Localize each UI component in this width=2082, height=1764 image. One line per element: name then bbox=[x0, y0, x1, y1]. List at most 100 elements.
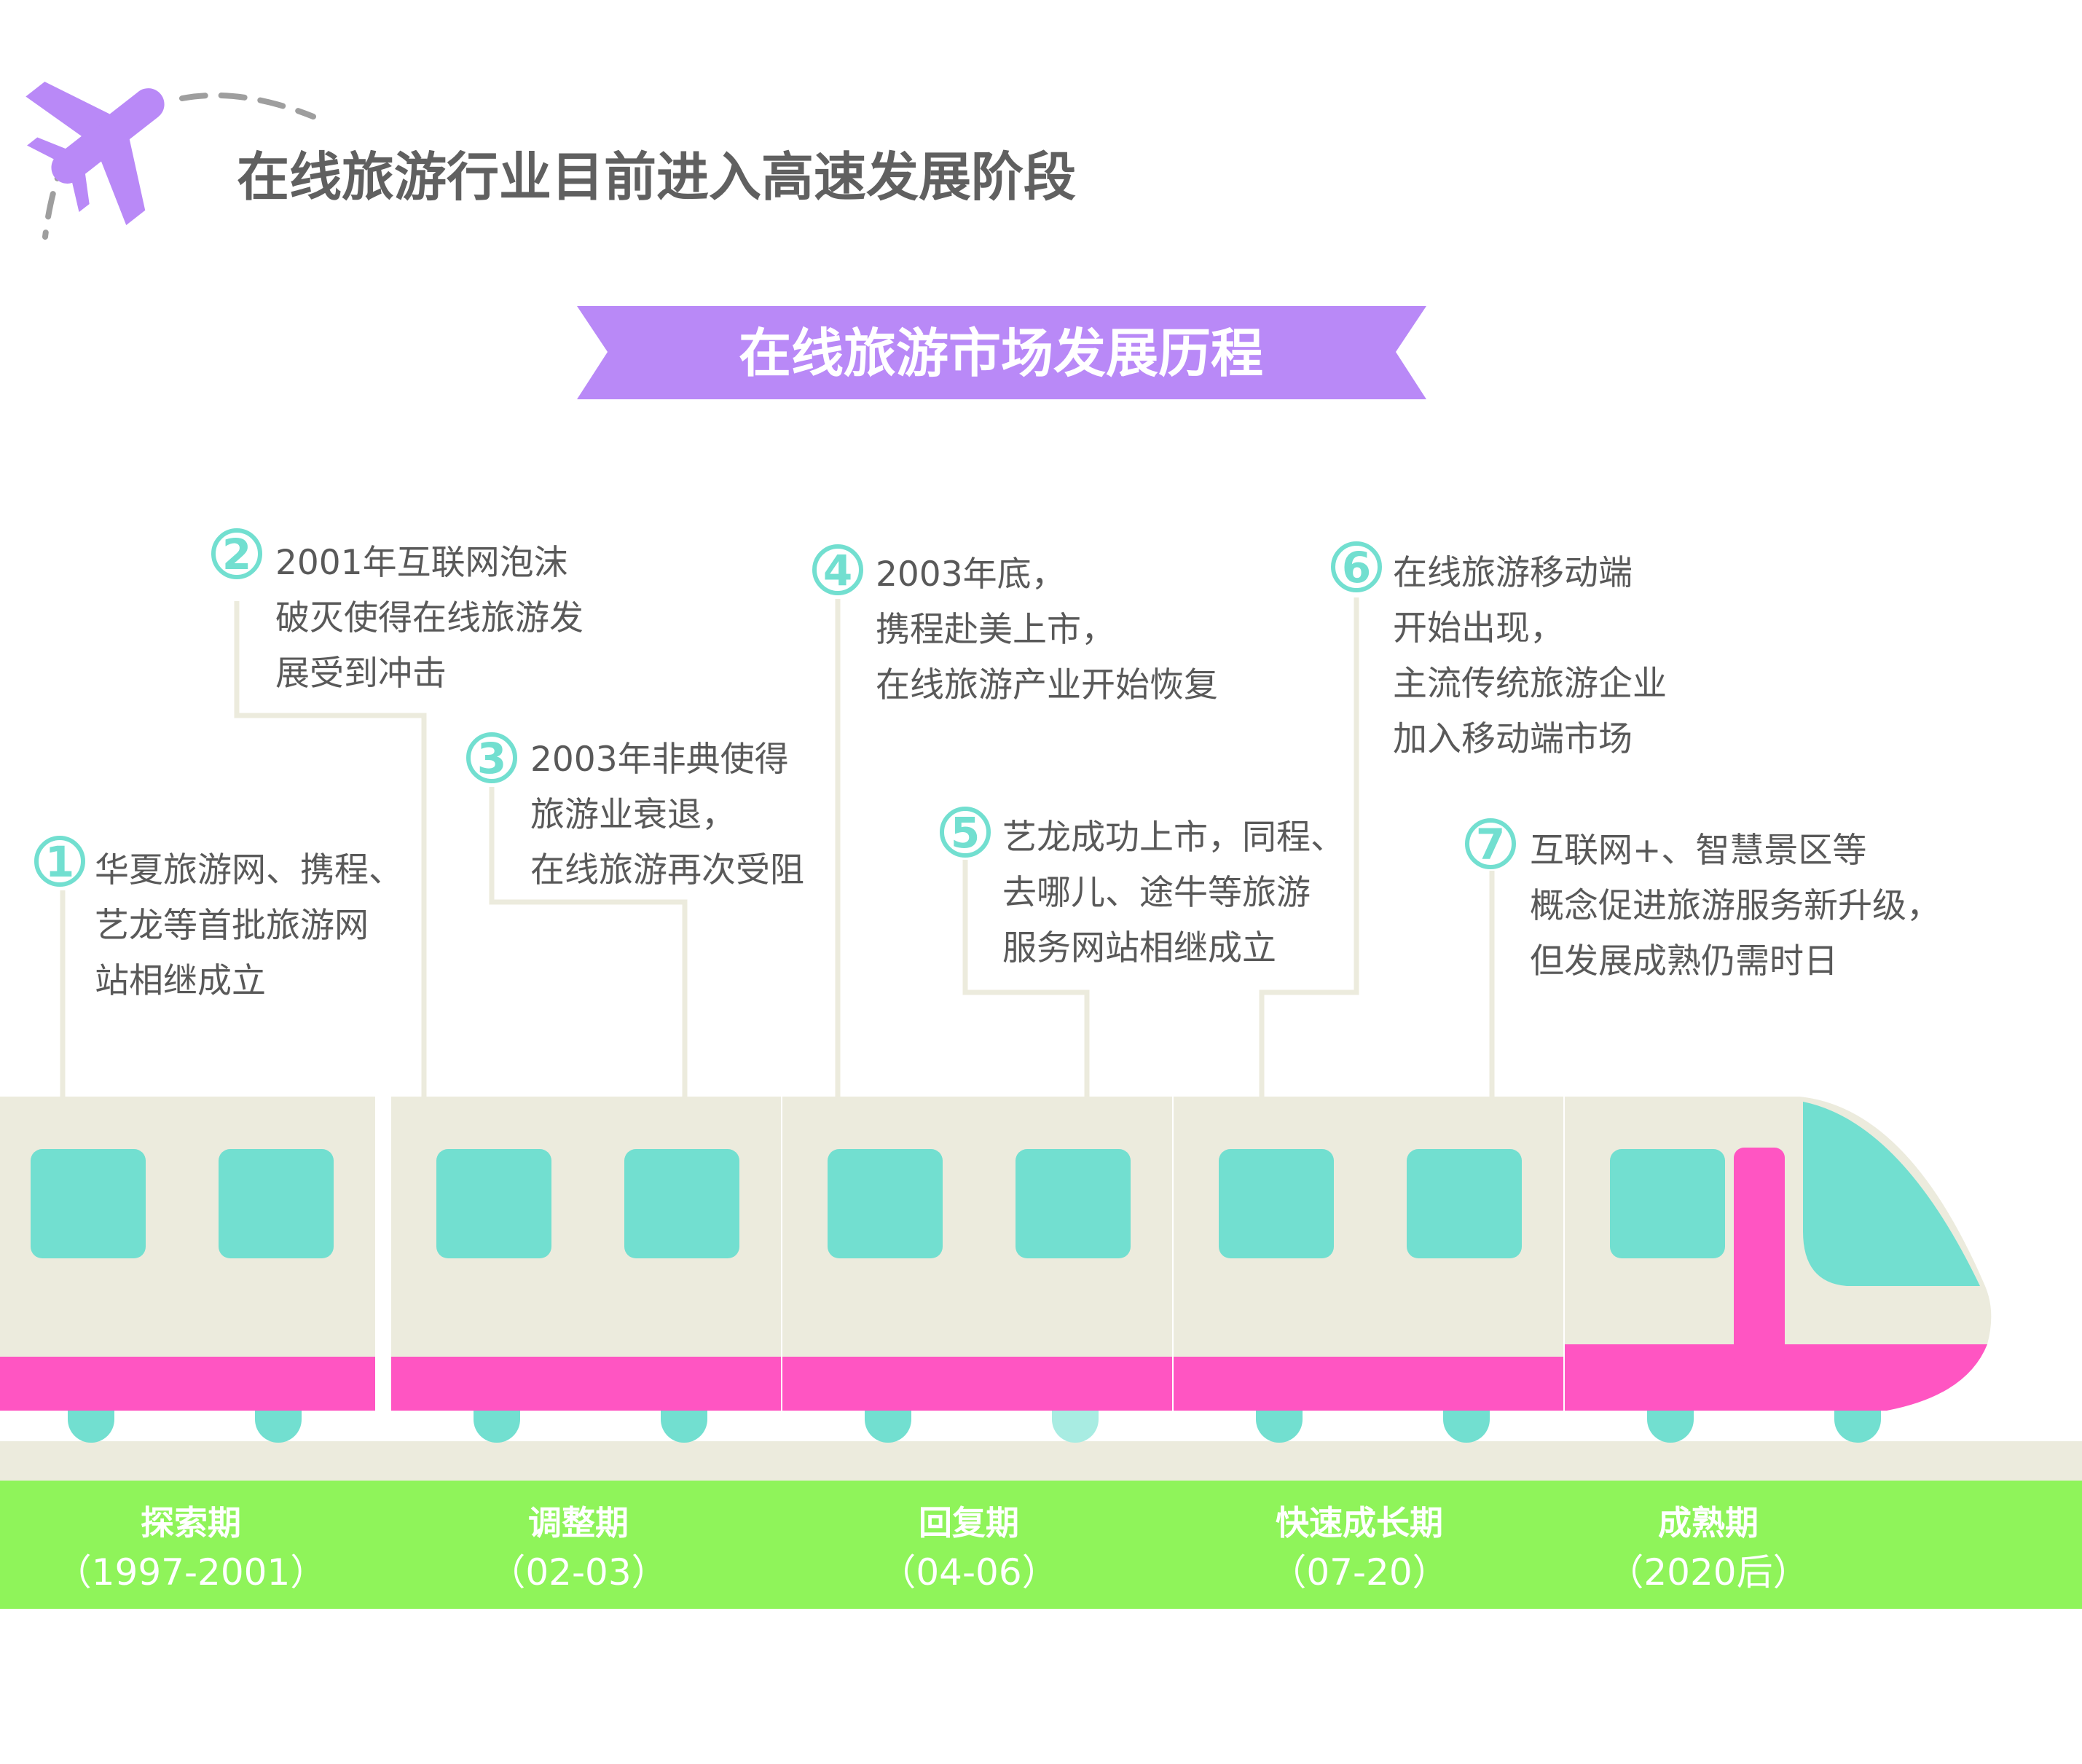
phase-name: 快速成长期 bbox=[1276, 1503, 1443, 1542]
train-wheel bbox=[1443, 1411, 1490, 1443]
phase-period: （1997-2001） bbox=[55, 1551, 327, 1594]
milestone-number-badge bbox=[1331, 541, 1382, 592]
milestone-number: 3 bbox=[477, 734, 506, 783]
milestone-text-line: 概念促进旅游服务新升级， bbox=[1530, 886, 1941, 926]
train-window bbox=[1610, 1149, 1725, 1258]
windshield bbox=[1803, 1102, 1980, 1286]
train-wheel bbox=[1052, 1411, 1099, 1443]
phase-period: （2020后） bbox=[1607, 1551, 1809, 1594]
milestone-text-line: 2003年非典使得 bbox=[530, 740, 789, 780]
milestone-connectors bbox=[60, 597, 1495, 1097]
train-wheel bbox=[1256, 1411, 1303, 1443]
phase-period: （04-06） bbox=[879, 1551, 1058, 1594]
milestone-text-line: 主流传统旅游企业 bbox=[1393, 664, 1667, 704]
milestone-number-badge bbox=[1465, 818, 1516, 869]
train-wheel bbox=[661, 1411, 707, 1443]
page-title: 在线旅游行业目前进入高速发展阶段 bbox=[237, 146, 1076, 208]
train-car bbox=[0, 1097, 375, 1443]
milestone-number: 7 bbox=[1476, 820, 1505, 869]
milestone-text-line: 展受到冲击 bbox=[275, 654, 447, 694]
milestone-text-line: 在线旅游移动端 bbox=[1393, 553, 1633, 593]
train-wheel bbox=[255, 1411, 302, 1443]
train-car bbox=[391, 1097, 781, 1443]
milestone-number-badge bbox=[211, 528, 262, 579]
milestone-text-line: 去哪儿、途牛等旅游 bbox=[1002, 873, 1311, 913]
phase-period: （02-03） bbox=[489, 1551, 667, 1594]
train-wheel bbox=[474, 1411, 520, 1443]
car-stripe bbox=[1174, 1357, 1563, 1411]
milestone-number-badge bbox=[466, 732, 517, 783]
train-wheel bbox=[1834, 1411, 1881, 1443]
connector-line bbox=[489, 787, 688, 1097]
milestone-text-line: 旅游业衰退， bbox=[530, 795, 736, 835]
phase-band bbox=[0, 1481, 2082, 1609]
train-window bbox=[1016, 1149, 1131, 1258]
banner: 在线旅游市场发展历程 bbox=[577, 306, 1426, 399]
milestone-number: 6 bbox=[1342, 543, 1371, 592]
train-window bbox=[1407, 1149, 1522, 1258]
milestone-text-line: 加入移动端市场 bbox=[1393, 719, 1633, 759]
connector-line bbox=[234, 601, 427, 1097]
phase-4: 快速成长期 （07-20） bbox=[1270, 1503, 1448, 1594]
phase-name: 调整期 bbox=[528, 1503, 629, 1542]
locomotive-stripe bbox=[1565, 1344, 1987, 1411]
train-wheel bbox=[1647, 1411, 1694, 1443]
milestone-number: 1 bbox=[45, 837, 74, 887]
milestone-text-line: 站相继成立 bbox=[95, 961, 266, 1001]
milestone-text-line: 2001年互联网泡沫 bbox=[275, 543, 568, 583]
connector-line bbox=[962, 860, 1090, 1097]
train-car bbox=[1174, 1097, 1563, 1443]
car-stripe bbox=[0, 1357, 375, 1411]
phase-name: 成熟期 bbox=[1658, 1503, 1759, 1542]
airplane-icon bbox=[25, 82, 316, 240]
milestone-number-badge bbox=[812, 544, 863, 595]
car-stripe bbox=[391, 1357, 781, 1411]
phases: 探索期 （1997-2001） 调整期 （02-03） 回复期 （04-06） 快速成长期 （… bbox=[55, 1503, 1810, 1594]
train-window bbox=[219, 1149, 334, 1258]
train-window bbox=[828, 1149, 943, 1258]
train-window bbox=[1219, 1149, 1334, 1258]
milestone-number: 4 bbox=[823, 546, 852, 595]
banner-title: 在线旅游市场发展历程 bbox=[739, 323, 1263, 384]
milestone-text-line: 2003年底， bbox=[876, 554, 1066, 595]
milestone-text-line: 在线旅游产业开始恢复 bbox=[876, 665, 1218, 705]
train-car bbox=[1565, 1097, 1992, 1443]
milestone-number: 5 bbox=[951, 808, 980, 858]
milestone-text-line: 服务网站相继成立 bbox=[1002, 928, 1276, 968]
train-wheel bbox=[68, 1411, 114, 1443]
locomotive-door bbox=[1734, 1148, 1785, 1366]
train-window bbox=[624, 1149, 739, 1258]
car-stripe bbox=[782, 1357, 1172, 1411]
milestone-text-line: 破灭使得在线旅游发 bbox=[275, 598, 584, 638]
milestone-text-line: 互联网+、智慧景区等 bbox=[1530, 831, 1866, 871]
train-window bbox=[436, 1149, 551, 1258]
connector-line bbox=[1259, 597, 1359, 1097]
phase-name: 回复期 bbox=[919, 1503, 1019, 1542]
phase-period: （07-20） bbox=[1270, 1551, 1448, 1594]
phase-3: 回复期 （04-06） bbox=[879, 1503, 1058, 1594]
train-car bbox=[782, 1097, 1172, 1443]
milestone-text-line: 艺龙等首批旅游网 bbox=[95, 906, 369, 946]
phase-name: 探索期 bbox=[141, 1503, 241, 1542]
phase-2: 调整期 （02-03） bbox=[489, 1503, 667, 1594]
milestone-text-line: 在线旅游再次受阻 bbox=[530, 850, 804, 890]
milestone-text-line: 开始出现， bbox=[1393, 608, 1564, 648]
rail bbox=[0, 1441, 2082, 1481]
phase-5: 成熟期 （2020后） bbox=[1607, 1503, 1809, 1594]
milestone-text-line: 但发展成熟仍需时日 bbox=[1530, 941, 1838, 981]
milestone-number: 2 bbox=[222, 530, 251, 579]
milestone-number-badge bbox=[34, 836, 85, 887]
train-wheel bbox=[865, 1411, 911, 1443]
milestone-number-badge bbox=[940, 807, 991, 858]
train-window bbox=[31, 1149, 146, 1258]
train bbox=[0, 1097, 1992, 1443]
